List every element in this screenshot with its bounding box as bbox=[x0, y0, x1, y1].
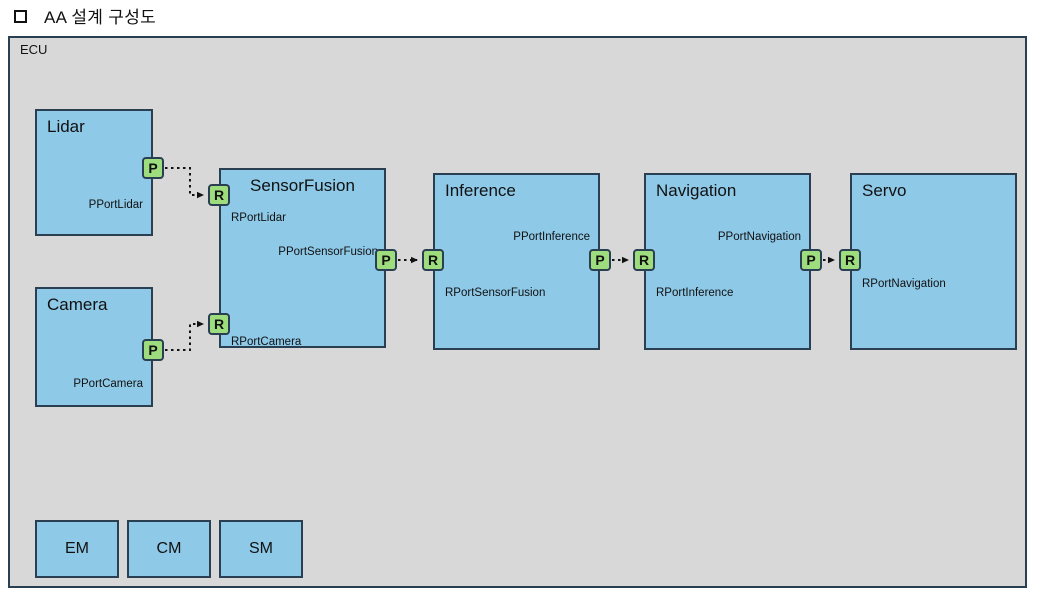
block-em[interactable]: EM bbox=[35, 520, 119, 578]
block-title-lidar: Lidar bbox=[47, 117, 85, 136]
port-label-rportsensorfusion: RPortSensorFusion bbox=[445, 287, 546, 299]
port-rportcamera[interactable]: R bbox=[208, 313, 230, 335]
block-sm[interactable]: SM bbox=[219, 520, 303, 578]
port-label-pportlidar: PPortLidar bbox=[88, 199, 143, 211]
port-rportinference[interactable]: R bbox=[633, 249, 655, 271]
port-pportlidar[interactable]: P bbox=[142, 157, 164, 179]
square-icon bbox=[14, 10, 27, 23]
port-rportsensorfusion[interactable]: R bbox=[422, 249, 444, 271]
connector-lidar-sensorfusion bbox=[165, 167, 204, 199]
port-rportlidar[interactable]: R bbox=[208, 184, 230, 206]
port-label-rportcamera: RPortCamera bbox=[231, 336, 302, 348]
port-label-pportinference: PPortInference bbox=[513, 231, 590, 243]
connector-layer bbox=[165, 167, 835, 351]
page-header: AA 설계 구성도 bbox=[0, 0, 1040, 36]
block-servo[interactable]: Servo RPortNavigation bbox=[850, 173, 1017, 350]
block-title-camera: Camera bbox=[47, 295, 108, 314]
block-title-servo: Servo bbox=[862, 181, 907, 200]
port-pportcamera[interactable]: P bbox=[142, 339, 164, 361]
block-title-inference: Inference bbox=[445, 181, 516, 200]
block-sensorfusion[interactable]: SensorFusion RPortLidar RPortCamera PPor… bbox=[219, 168, 386, 348]
port-label-rportnavigation: RPortNavigation bbox=[862, 278, 946, 290]
port-label-pportcamera: PPortCamera bbox=[73, 378, 143, 390]
connector-camera-sensorfusion bbox=[165, 320, 204, 351]
port-label-pportnavigation: PPortNavigation bbox=[717, 231, 801, 243]
block-label-sm: SM bbox=[249, 540, 273, 557]
block-title-sensorfusion: SensorFusion bbox=[250, 176, 355, 195]
block-label-em: EM bbox=[65, 540, 89, 557]
port-label-rportlidar: RPortLidar bbox=[231, 212, 286, 224]
block-title-navigation: Navigation bbox=[656, 181, 737, 200]
port-pportinference[interactable]: P bbox=[589, 249, 611, 271]
port-pportnavigation[interactable]: P bbox=[800, 249, 822, 271]
ecu-label: ECU bbox=[20, 42, 48, 57]
port-pportsensorfusion[interactable]: P bbox=[375, 249, 397, 271]
port-label-pportsensorfusion: PPortSensorFusion bbox=[278, 246, 378, 258]
ecu-container: ECU Lidar PPortLidar P Camera PPortCamer… bbox=[8, 36, 1027, 588]
block-label-cm: CM bbox=[156, 540, 182, 557]
port-label-rportinference: RPortInference bbox=[656, 287, 734, 299]
page-title: AA 설계 구성도 bbox=[44, 8, 157, 27]
port-rportnavigation[interactable]: R bbox=[839, 249, 861, 271]
block-cm[interactable]: CM bbox=[127, 520, 211, 578]
block-inference[interactable]: Inference RPortSensorFusion PPortInferen… bbox=[433, 173, 600, 350]
